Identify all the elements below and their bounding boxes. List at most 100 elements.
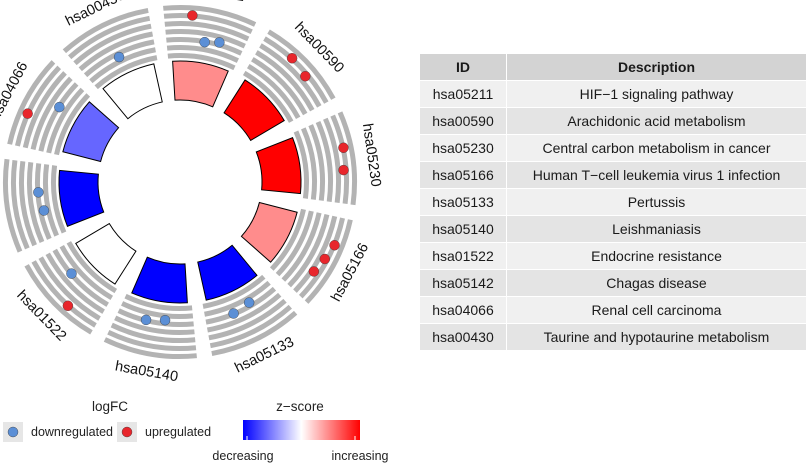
track-stripe	[251, 57, 308, 116]
track-stripe	[163, 13, 253, 34]
track-stripe	[165, 29, 246, 49]
logfc-point	[113, 51, 125, 63]
track-stripe	[308, 124, 325, 201]
track-stripe	[330, 114, 349, 205]
track-stripe	[38, 82, 79, 152]
legend-label-downregulated: downregulated	[31, 425, 113, 439]
logfc-point	[66, 268, 77, 279]
logfc-point	[228, 308, 239, 319]
track-stripe	[89, 47, 156, 84]
cell-description: Arachidonic acid metabolism	[506, 107, 807, 135]
track-stripe	[50, 165, 67, 234]
track-stripe	[275, 210, 314, 277]
logfc-point	[38, 205, 50, 216]
track-stripe	[11, 159, 30, 250]
track-stripe	[59, 244, 114, 301]
track-stripe	[208, 298, 287, 341]
colorbar-label-decreasing: decreasing	[212, 449, 273, 463]
track-stripe	[202, 274, 266, 309]
track-stripe	[323, 117, 341, 204]
track-stripe	[27, 162, 45, 244]
track-stripe	[259, 43, 322, 108]
track-stripe	[337, 111, 358, 206]
cell-id: hsa04066	[420, 296, 507, 324]
track-stripe	[293, 130, 309, 199]
logfc-point	[54, 101, 65, 113]
track-stripe	[242, 70, 294, 123]
logfc-point	[159, 314, 171, 326]
cell-id: hsa00430	[420, 323, 507, 351]
track-stripe	[46, 87, 85, 154]
cell-id: hsa05140	[420, 215, 507, 243]
track-stripe	[117, 308, 194, 327]
term-label: hsa05133	[232, 334, 296, 376]
zscore-bar	[255, 137, 302, 195]
term-label: hsa05230	[359, 122, 384, 187]
cell-description: Pertussis	[506, 188, 807, 216]
cell-id: hsa05230	[420, 134, 507, 162]
track-stripe	[267, 29, 336, 100]
logfc-point	[62, 300, 74, 311]
cell-description: Taurine and hypotaurine metabolism	[506, 323, 807, 351]
track-stripe	[34, 163, 52, 240]
zscore-bar	[58, 169, 105, 227]
track-stripe	[163, 4, 257, 27]
logfc-point	[338, 142, 349, 153]
track-stripe	[293, 215, 338, 293]
logfc-point	[140, 314, 152, 326]
track-stripe	[18, 160, 37, 247]
logfc-point	[187, 10, 198, 21]
term-segment-hsa05133: hsa05133	[197, 244, 298, 376]
logfc-point	[338, 164, 349, 176]
term-label: hsa05211	[181, 0, 245, 5]
cell-description: Chagas disease	[506, 269, 807, 297]
cell-id: hsa01522	[420, 242, 507, 270]
track-stripe	[164, 20, 250, 42]
track-stripe	[43, 164, 59, 237]
track-stripe	[7, 60, 56, 145]
zscore-bar	[172, 60, 229, 108]
track-stripe	[45, 252, 105, 314]
track-stripe	[211, 310, 298, 357]
cell-description: Endocrine resistance	[506, 242, 807, 270]
track-stripe	[30, 76, 73, 150]
plot-layer: hsa05211hsa00590hsa05230hsa05166hsa05133…	[0, 0, 384, 385]
track-stripe	[298, 217, 345, 299]
cell-id: hsa05133	[420, 188, 507, 216]
term-segment-hsa00430: hsa00430	[62, 0, 163, 120]
legend-key-upregulated	[121, 426, 133, 438]
track-stripe	[246, 63, 301, 120]
cell-description: HIF−1 signaling pathway	[506, 80, 807, 108]
cell-id: hsa05142	[420, 269, 507, 297]
term-label: hsa05142	[0, 176, 1, 241]
track-stripe	[121, 301, 194, 319]
track-stripe	[287, 214, 330, 288]
zscore-bar	[240, 201, 298, 263]
track-stripe	[73, 23, 152, 66]
track-stripe	[38, 256, 101, 321]
colorbar-label-increasing: increasing	[332, 449, 389, 463]
logfc-legend-title: logFC	[92, 399, 128, 414]
track-stripe	[269, 208, 306, 271]
cell-description: Human T−cell leukemia virus 1 infection	[506, 161, 807, 189]
track-stripe	[107, 330, 197, 351]
track-stripe	[204, 280, 271, 317]
cell-description: Renal cell carcinoma	[506, 296, 807, 324]
table-header-row: ID Description	[420, 54, 807, 81]
track-stripe	[24, 264, 93, 335]
track-stripe	[124, 293, 193, 311]
track-stripe	[166, 37, 243, 56]
track-stripe	[301, 127, 317, 200]
track-stripe	[22, 71, 67, 149]
circular-plot: hsa05211hsa00590hsa05230hsa05166hsa05133…	[0, 0, 389, 463]
term-segment-hsa05140: hsa05140	[103, 256, 197, 385]
cell-description: Leishmaniasis	[506, 215, 807, 243]
track-stripe	[205, 286, 277, 325]
logfc-point	[308, 266, 320, 277]
logfc-point	[243, 297, 255, 308]
zscore-bar	[197, 244, 258, 301]
track-stripe	[68, 15, 151, 60]
